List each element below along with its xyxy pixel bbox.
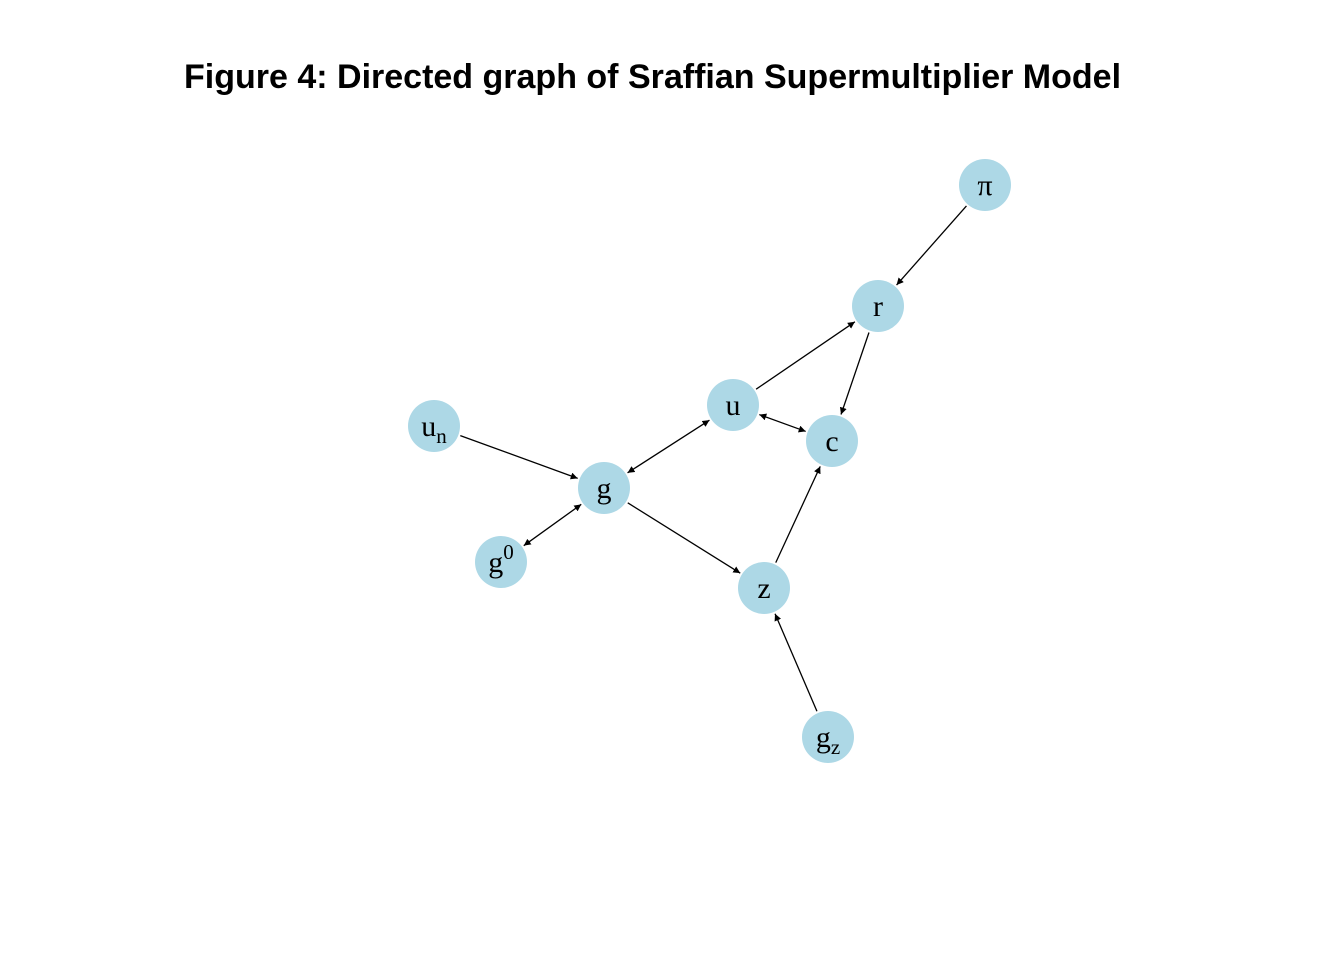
node-label-un: un	[421, 410, 447, 448]
node-circle-r	[852, 280, 904, 332]
node-label-subscript-gz: z	[831, 735, 840, 759]
node-label-u: u	[726, 389, 741, 422]
node-label-base-gz: g	[816, 721, 831, 754]
node-label-base-c: c	[825, 425, 838, 458]
edges-layer	[460, 205, 967, 712]
edge-pi-r	[896, 205, 967, 286]
node-z: z	[738, 562, 790, 614]
edge-g-z	[627, 502, 741, 574]
node-label-z: z	[757, 572, 770, 605]
node-circle-z	[738, 562, 790, 614]
node-label-pi: π	[977, 169, 992, 202]
node-label-base-z: z	[757, 572, 770, 605]
node-circle-c	[806, 415, 858, 467]
node-g: g	[578, 462, 630, 514]
edge-un-g	[460, 434, 578, 480]
node-circle-un	[408, 400, 460, 452]
edge-r-c	[839, 332, 870, 415]
node-gz: gz	[802, 711, 854, 763]
edge-u-c	[759, 413, 806, 433]
node-r: r	[852, 280, 904, 332]
node-circle-gz	[802, 711, 854, 763]
edge-u-r	[755, 321, 856, 390]
node-label-gz: gz	[816, 721, 840, 759]
node-label-base-u: u	[726, 389, 741, 422]
node-label-superscript-g0: 0	[503, 540, 514, 564]
edge-z-c	[775, 466, 821, 563]
node-pi: π	[959, 159, 1011, 211]
node-label-base-pi: π	[977, 169, 992, 202]
node-circle-u	[707, 379, 759, 431]
node-circle-g0	[475, 536, 527, 588]
node-label-r: r	[873, 290, 883, 323]
node-c: c	[806, 415, 858, 467]
edge-g0-g	[523, 503, 582, 547]
node-circle-pi	[959, 159, 1011, 211]
node-circle-g	[578, 462, 630, 514]
node-label-base-r: r	[873, 290, 883, 323]
node-label-c: c	[825, 425, 838, 458]
node-label-g: g	[597, 472, 612, 505]
node-g0: g0	[475, 536, 527, 588]
node-label-base-g: g	[597, 472, 612, 505]
node-label-base-un: u	[421, 410, 436, 443]
node-label-base-g0: g	[488, 546, 503, 579]
edge-g-u	[627, 419, 710, 474]
node-label-g0: g0	[488, 540, 514, 579]
node-u: u	[707, 379, 759, 431]
figure-title: Figure 4: Directed graph of Sraffian Sup…	[184, 58, 1122, 96]
node-un: un	[408, 400, 460, 452]
node-label-subscript-un: n	[436, 424, 447, 448]
edge-gz-z	[774, 613, 818, 712]
